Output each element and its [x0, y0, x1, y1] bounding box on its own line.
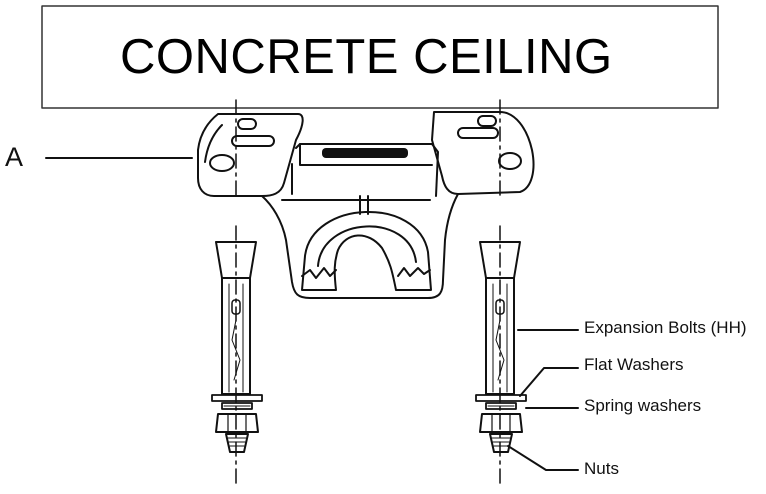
pipe-clamp-bracket — [197, 111, 535, 299]
callout-label-nuts: Nuts — [584, 459, 619, 478]
bolt-centerlines — [235, 99, 501, 485]
left-nut — [215, 413, 259, 453]
callout-label-a: A — [5, 142, 24, 172]
leader-nuts — [507, 445, 579, 471]
leader-flat-washers — [519, 367, 579, 397]
callout-label-spring-washers: Spring washers — [584, 396, 702, 415]
concrete-ceiling-slab — [41, 5, 719, 109]
page-title: CONCRETE CEILING — [120, 30, 613, 84]
right-flat-washer — [475, 394, 527, 402]
callout-label-flat-washers: Flat Washers — [584, 355, 684, 374]
right-spring-washer — [485, 402, 517, 410]
leader-lines — [45, 157, 579, 471]
callout-label-expansion-bolts: Expansion Bolts (HH) — [584, 318, 747, 337]
right-nut — [479, 413, 523, 453]
left-flat-washer — [211, 394, 263, 402]
left-spring-washer — [221, 402, 253, 410]
